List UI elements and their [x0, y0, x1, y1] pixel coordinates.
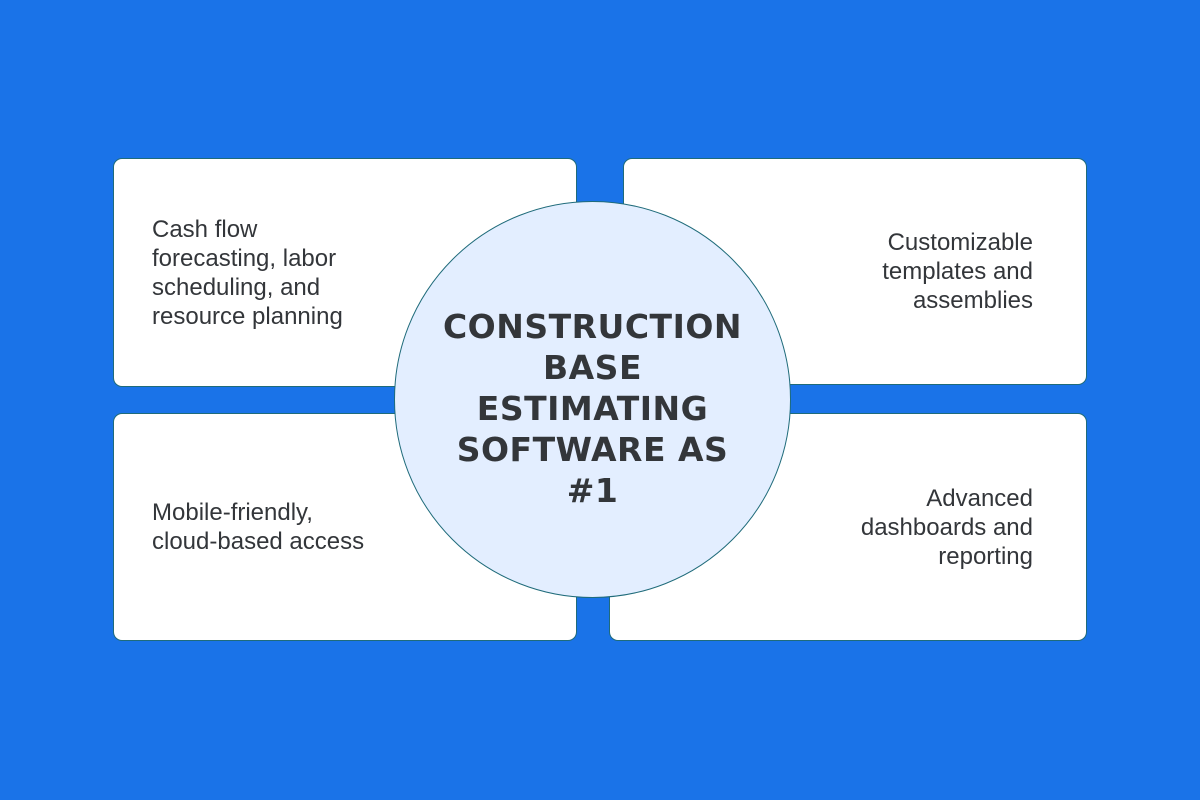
- feature-text: Mobile-friendly, cloud-based access: [152, 499, 365, 555]
- feature-text: Advanced dashboards and reporting: [860, 484, 1033, 570]
- central-hub-circle: CONSTRUCTION BASE ESTIMATING SOFTWARE AS…: [394, 201, 791, 598]
- feature-text: Cash flow forecasting, labor scheduling,…: [152, 215, 343, 330]
- hub-title: CONSTRUCTION BASE ESTIMATING SOFTWARE AS…: [442, 307, 743, 510]
- feature-text: Customizable templates and assemblies: [882, 229, 1033, 314]
